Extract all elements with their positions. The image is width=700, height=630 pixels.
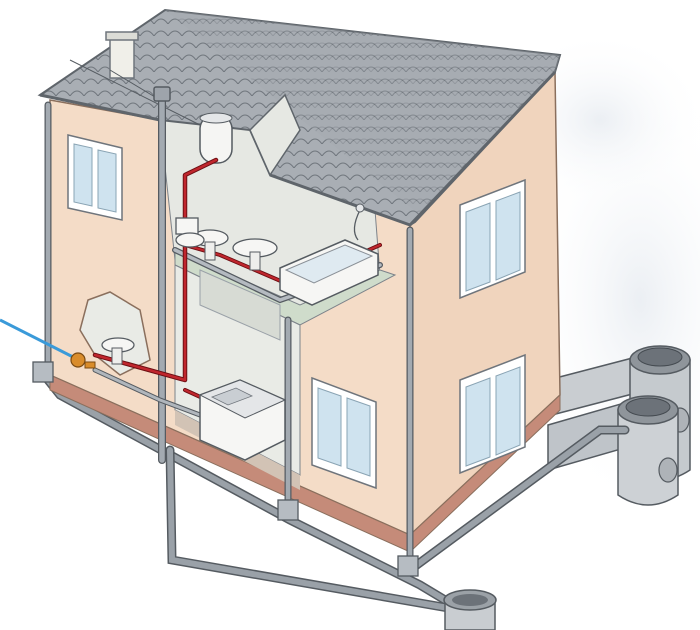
pipe-vent-cap [153,86,171,102]
window-icon [459,353,526,475]
downpipes [44,91,414,564]
kitchen-sink-icon [198,379,287,461]
window-icon [459,178,526,300]
roof [37,8,562,227]
water-meter-icon [70,352,96,369]
water-supply-line [0,318,76,360]
sink-icon [232,238,278,271]
shower-head-icon [355,203,365,213]
window-icon [67,134,123,221]
manhole-icon [443,589,497,630]
toilet-icon [175,217,205,248]
manhole-icon [617,395,679,506]
boiler-icon [199,112,233,164]
shower-hose [353,209,361,241]
chimney-icon [105,31,139,79]
sink-icon [101,337,135,365]
window-icon [311,376,377,490]
cable [69,59,201,126]
drain-junction-box [32,361,419,577]
bathtub-icon [279,239,379,306]
